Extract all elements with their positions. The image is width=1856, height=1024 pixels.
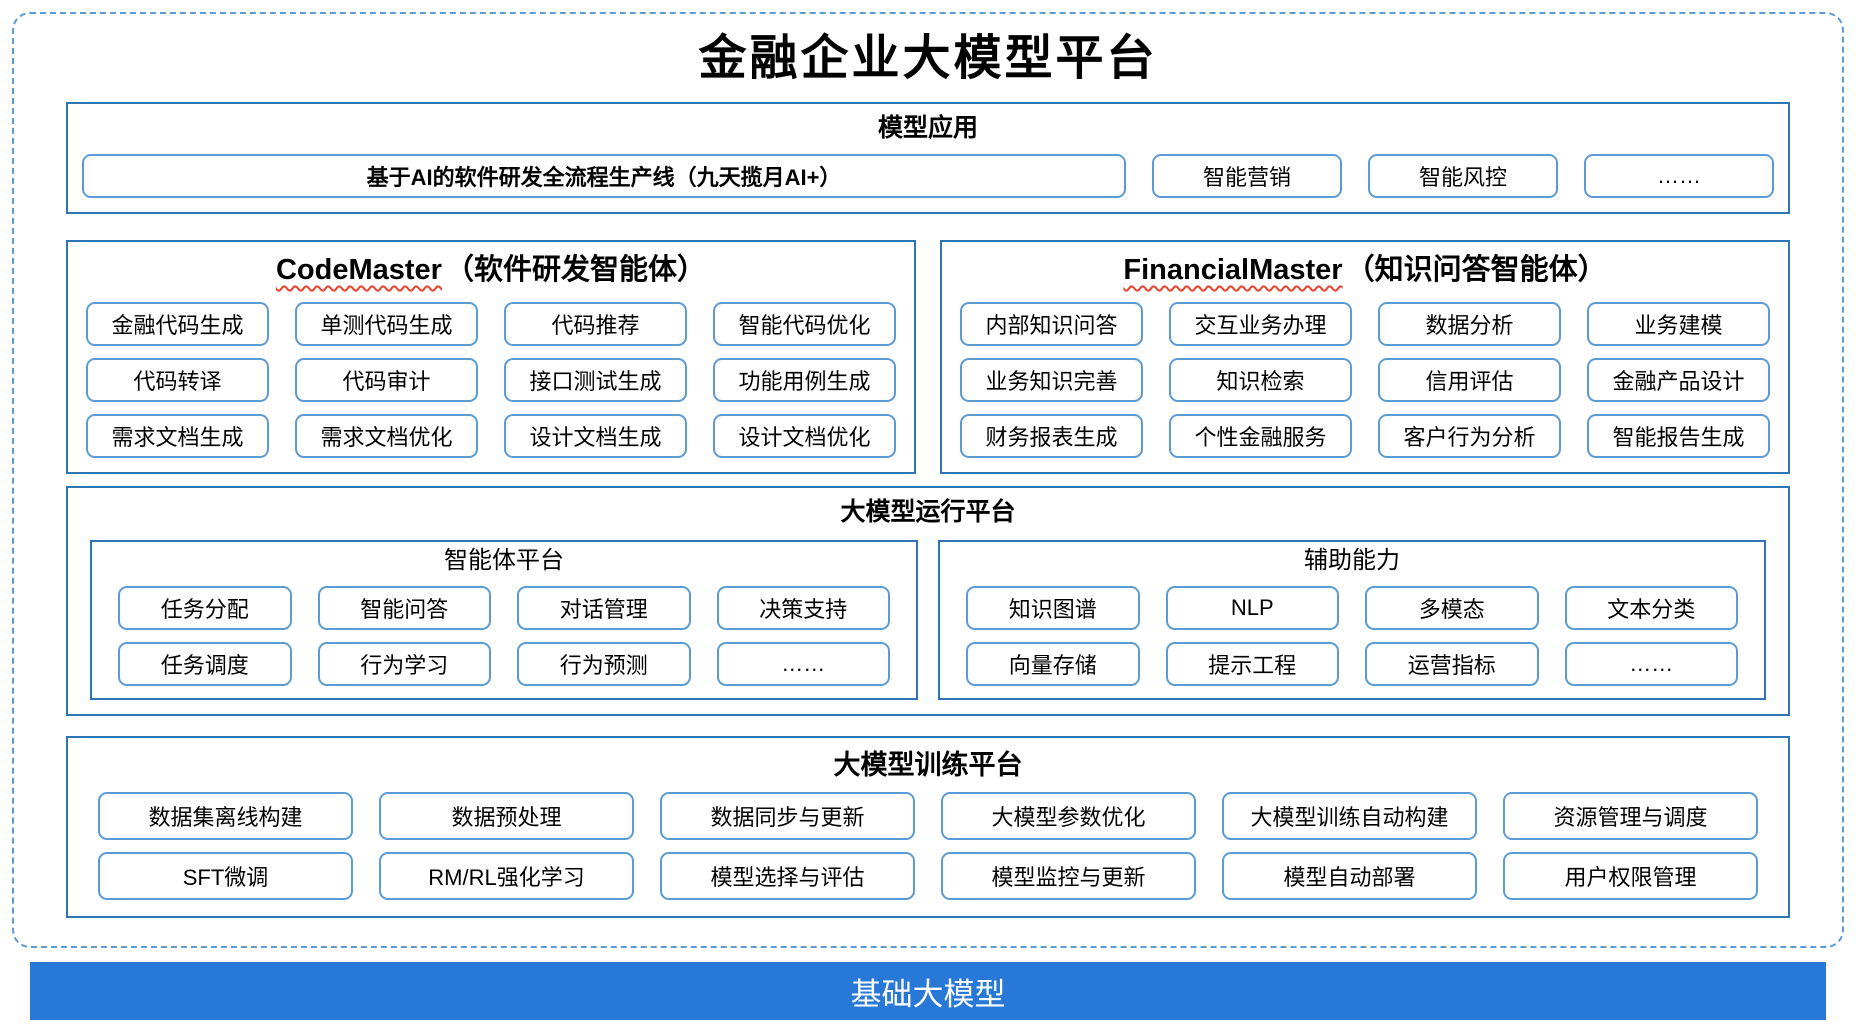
capability-chip: 大模型参数优化 [941,792,1196,840]
capability-chip: RM/RL强化学习 [379,852,634,900]
section-codemaster: CodeMaster（软件研发智能体） 金融代码生成单测代码生成代码推荐智能代码… [66,240,916,474]
agents-row: CodeMaster（软件研发智能体） 金融代码生成单测代码生成代码推荐智能代码… [66,240,1790,474]
capability-chip: 模型选择与评估 [660,852,915,900]
codemaster-name-zh: （软件研发智能体） [444,254,706,286]
capability-chip: 决策支持 [716,586,890,630]
capability-chip: 提示工程 [1165,642,1339,686]
capability-chip: 知识图谱 [966,586,1140,630]
capability-chip: 代码审计 [295,358,478,402]
capability-chip: 资源管理与调度 [1503,792,1758,840]
runtime-platform-title: 大模型运行平台 [840,498,1016,526]
foundation-model-label: 基础大模型 [850,976,1006,1012]
subsection-agent-platform: 智能体平台 任务分配智能问答对话管理决策支持任务调度行为学习行为预测 …… [90,540,918,700]
capability-chip: SFT微调 [98,852,353,900]
financialmaster-name-zh: （知识问答智能体） [1345,254,1607,286]
training-platform-title: 大模型训练平台 [833,750,1023,780]
capability-chip: 财务报表生成 [960,414,1143,458]
application-chip: …… [1584,154,1774,198]
capability-chip: 数据集离线构建 [98,792,353,840]
section-financialmaster: FinancialMaster（知识问答智能体） 内部知识问答交互业务办理数据分… [940,240,1790,474]
capability-chip: 金融产品设计 [1587,358,1770,402]
capability-chip: 业务建模 [1587,302,1770,346]
capability-chip: 数据同步与更新 [660,792,915,840]
platform-outer-frame: 金融企业大模型平台 模型应用 基于AI的软件研发全流程生产线（九天揽月AI+） … [12,12,1844,948]
page-title: 金融企业大模型平台 [698,30,1158,86]
capability-chip: 任务调度 [118,642,292,686]
codemaster-name-en: CodeMaster [275,254,442,286]
capability-chip: 任务分配 [118,586,292,630]
capability-chip: 代码推荐 [504,302,687,346]
capability-chip: 单测代码生成 [295,302,478,346]
application-chip: 智能营销 [1152,154,1342,198]
capability-chip: 向量存储 [966,642,1140,686]
capability-chip: 设计文档生成 [504,414,687,458]
capability-chip: …… [1564,642,1738,686]
agent-platform-title: 智能体平台 [444,547,564,574]
model-applications-row: 基于AI的软件研发全流程生产线（九天揽月AI+） 智能营销智能风控 …… [82,154,1774,198]
capability-chip: 信用评估 [1378,358,1561,402]
capability-chip: 多模态 [1365,586,1539,630]
capability-chip: 金融代码生成 [86,302,269,346]
capability-chip: 运营指标 [1365,642,1539,686]
section-training-platform: 大模型训练平台 数据集离线构建数据预处理数据同步与更新大模型参数优化大模型训练自… [66,736,1790,918]
capability-chip: 智能问答 [317,586,491,630]
capability-chip: 功能用例生成 [713,358,896,402]
codemaster-capability-grid: 金融代码生成单测代码生成代码推荐智能代码优化代码转译代码审计接口测试生成功能用例… [86,302,896,458]
financialmaster-capability-grid: 内部知识问答交互业务办理数据分析业务建模业务知识完善知识检索信用评估金融产品设计… [960,302,1770,458]
section-model-applications: 模型应用 基于AI的软件研发全流程生产线（九天揽月AI+） 智能营销智能风控 …… [66,102,1790,214]
capability-chip: 数据预处理 [379,792,634,840]
capability-chip: 智能报告生成 [1587,414,1770,458]
capability-chip: 个性金融服务 [1169,414,1352,458]
capability-chip: 模型自动部署 [1222,852,1477,900]
aux-capabilities-grid: 知识图谱 NLP 多模态文本分类向量存储提示工程运营指标 …… [966,586,1738,686]
financialmaster-name-en: FinancialMaster [1123,254,1343,286]
subsection-aux-capabilities: 辅助能力 知识图谱 NLP 多模态文本分类向量存储提示工程运营指标 …… [938,540,1766,700]
capability-chip: 内部知识问答 [960,302,1143,346]
ai-pipeline-chip: 基于AI的软件研发全流程生产线（九天揽月AI+） [82,154,1126,198]
codemaster-title: CodeMaster（软件研发智能体） [86,248,896,292]
capability-chip: 代码转译 [86,358,269,402]
agent-platform-grid: 任务分配智能问答对话管理决策支持任务调度行为学习行为预测 …… [118,586,890,686]
capability-chip: …… [716,642,890,686]
capability-chip: 交互业务办理 [1169,302,1352,346]
capability-chip: 行为学习 [317,642,491,686]
capability-chip: 业务知识完善 [960,358,1143,402]
runtime-subsections: 智能体平台 任务分配智能问答对话管理决策支持任务调度行为学习行为预测 …… 辅助能… [90,540,1766,700]
capability-chip: 文本分类 [1564,586,1738,630]
capability-chip: 需求文档优化 [295,414,478,458]
capability-chip: NLP [1165,586,1339,630]
capability-chip: 接口测试生成 [504,358,687,402]
model-applications-title: 模型应用 [877,114,978,142]
aux-capabilities-title: 辅助能力 [1304,547,1400,574]
foundation-model-bar: 基础大模型 [30,962,1826,1020]
application-chip: 智能风控 [1368,154,1558,198]
capability-chip: 智能代码优化 [713,302,896,346]
capability-chip: 客户行为分析 [1378,414,1561,458]
capability-chip: 需求文档生成 [86,414,269,458]
capability-chip: 对话管理 [517,586,691,630]
capability-chip: 数据分析 [1378,302,1561,346]
capability-chip: 大模型训练自动构建 [1222,792,1477,840]
training-platform-grid: 数据集离线构建数据预处理数据同步与更新大模型参数优化大模型训练自动构建资源管理与… [98,792,1758,900]
capability-chip: 设计文档优化 [713,414,896,458]
section-runtime-platform: 大模型运行平台 智能体平台 任务分配智能问答对话管理决策支持任务调度行为学习行为… [66,486,1790,716]
capability-chip: 行为预测 [517,642,691,686]
capability-chip: 模型监控与更新 [941,852,1196,900]
financialmaster-title: FinancialMaster（知识问答智能体） [960,248,1770,292]
capability-chip: 用户权限管理 [1503,852,1758,900]
capability-chip: 知识检索 [1169,358,1352,402]
